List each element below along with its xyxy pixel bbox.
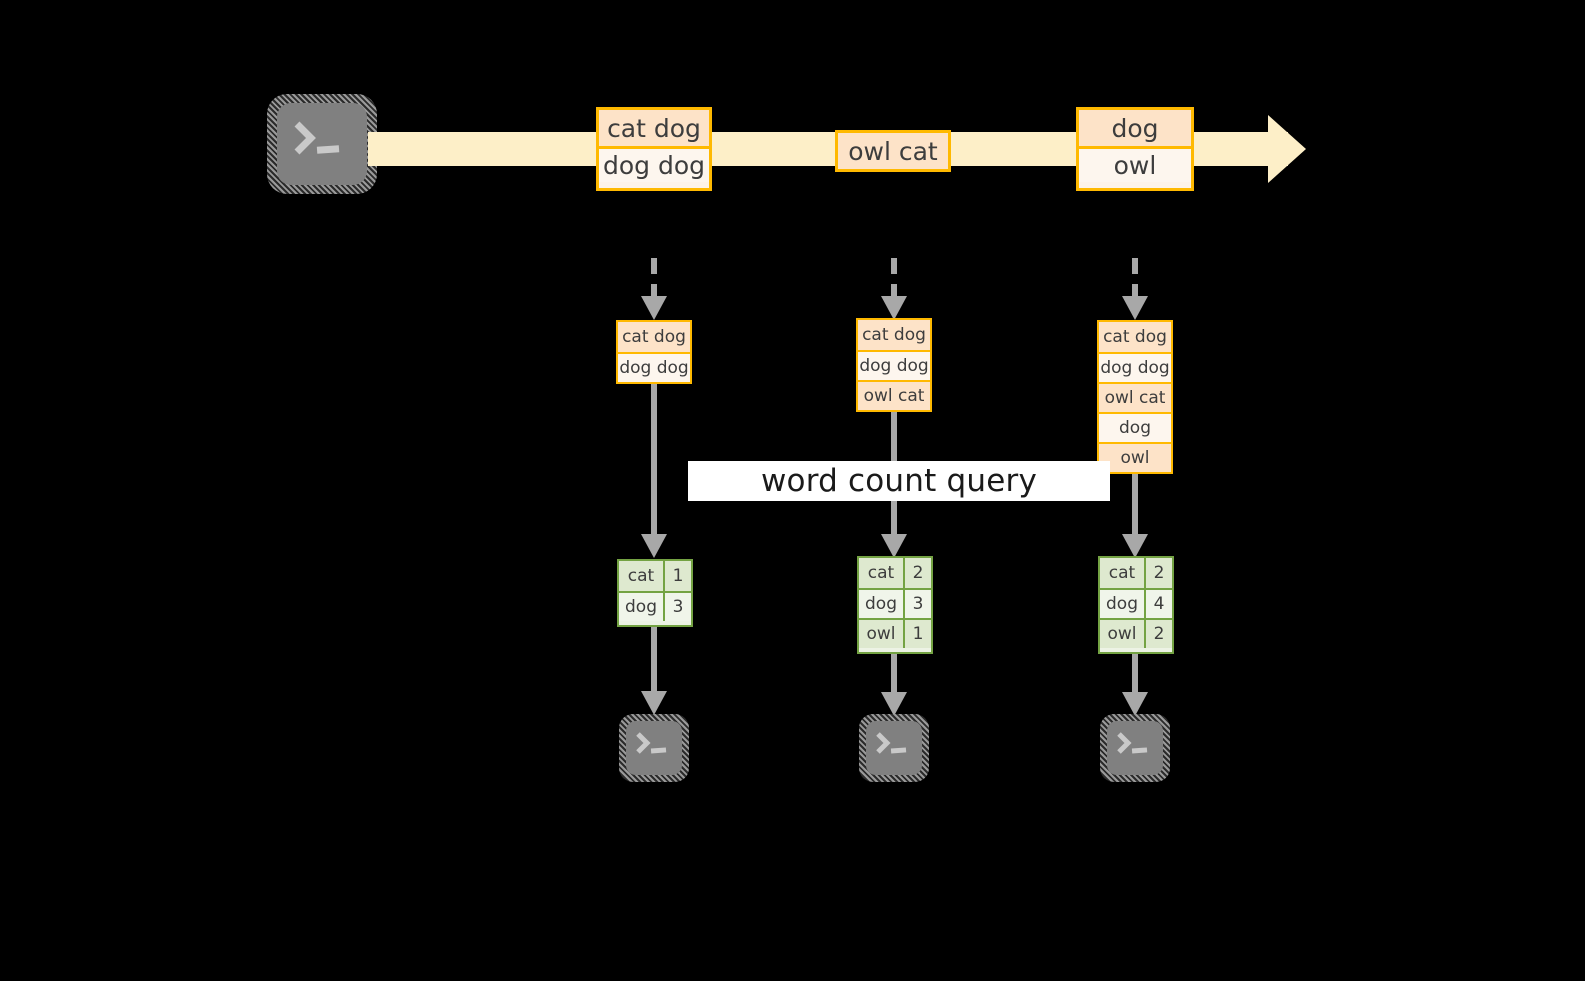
snapshot-2-input-block: cat dog dog dog owl cat <box>856 318 932 412</box>
stream-record-3: dog owl <box>1076 107 1194 191</box>
snapshot-input-line: dog dog <box>858 350 930 380</box>
stream-record-2: owl cat <box>835 130 951 172</box>
count-word: owl <box>859 620 903 648</box>
count-value: 2 <box>903 558 931 588</box>
snapshot-input-line: dog dog <box>618 352 690 382</box>
table-row: owl 2 <box>1100 618 1172 648</box>
count-word: cat <box>619 561 663 591</box>
terminal-prompt-glyph <box>294 121 340 155</box>
snapshot-input-line: dog <box>1099 412 1171 442</box>
snapshot-1-count-table: cat 1 dog 3 <box>617 559 693 627</box>
snapshot-input-line: cat dog <box>858 320 930 350</box>
snapshot-1-stream-tap-arrow <box>641 258 667 320</box>
snapshot-1-sink-arrow <box>641 627 667 715</box>
stream-source-terminal-icon <box>267 94 377 194</box>
table-row: owl 1 <box>859 618 931 648</box>
snapshot-2-count-table: cat 2 dog 3 owl 1 <box>857 556 933 654</box>
terminal-prompt-glyph <box>876 732 907 754</box>
table-row: cat 2 <box>859 558 931 588</box>
table-row: dog 3 <box>619 591 691 621</box>
snapshot-3-sink-arrow <box>1122 654 1148 716</box>
snapshot-3-input-block: cat dog dog dog owl cat dog owl <box>1097 320 1173 474</box>
terminal-prompt-glyph <box>1117 732 1148 754</box>
table-row: dog 4 <box>1100 588 1172 618</box>
snapshot-1-query-arrow <box>641 384 667 559</box>
snapshot-3-sink-terminal-icon <box>1100 714 1170 782</box>
snapshot-2-stream-tap-arrow <box>881 258 907 320</box>
query-label-band: word count query <box>688 461 1110 501</box>
snapshot-1-sink-terminal-icon <box>619 714 689 782</box>
snapshot-input-line: cat dog <box>1099 322 1171 352</box>
count-word: owl <box>1100 620 1144 648</box>
count-value: 3 <box>903 590 931 618</box>
snapshot-3-stream-tap-arrow <box>1122 258 1148 320</box>
snapshot-3-count-table: cat 2 dog 4 owl 2 <box>1098 556 1174 654</box>
stream-arrow-head <box>1268 115 1306 183</box>
snapshot-input-line: dog dog <box>1099 352 1171 382</box>
stream-record-line: cat dog <box>599 110 709 146</box>
snapshot-input-line: owl cat <box>858 380 930 410</box>
table-row: dog 3 <box>859 588 931 618</box>
stream-record-line: dog <box>1079 110 1191 146</box>
count-word: dog <box>859 590 903 618</box>
stream-record-line: dog dog <box>599 146 709 182</box>
count-word: dog <box>1100 590 1144 618</box>
table-row: cat 1 <box>619 561 691 591</box>
snapshot-1-input-block: cat dog dog dog <box>616 320 692 384</box>
snapshot-input-line: owl <box>1099 442 1171 472</box>
query-label: word count query <box>760 463 1038 499</box>
terminal-prompt-glyph <box>636 732 667 754</box>
count-value: 1 <box>903 620 931 648</box>
snapshot-3-query-arrow <box>1122 474 1148 559</box>
snapshot-input-line: cat dog <box>618 322 690 352</box>
count-value: 2 <box>1144 558 1172 588</box>
count-word: cat <box>859 558 903 588</box>
count-word: dog <box>619 593 663 621</box>
count-value: 1 <box>663 561 691 591</box>
snapshot-2-sink-arrow <box>881 654 907 716</box>
table-row: cat 2 <box>1100 558 1172 588</box>
count-value: 3 <box>663 593 691 621</box>
stream-record-1: cat dog dog dog <box>596 107 712 191</box>
stream-record-line: owl <box>1079 146 1191 182</box>
stream-record-line: owl cat <box>838 133 948 169</box>
count-word: cat <box>1100 558 1144 588</box>
count-value: 2 <box>1144 620 1172 648</box>
count-value: 4 <box>1144 590 1172 618</box>
snapshot-2-sink-terminal-icon <box>859 714 929 782</box>
snapshot-input-line: owl cat <box>1099 382 1171 412</box>
